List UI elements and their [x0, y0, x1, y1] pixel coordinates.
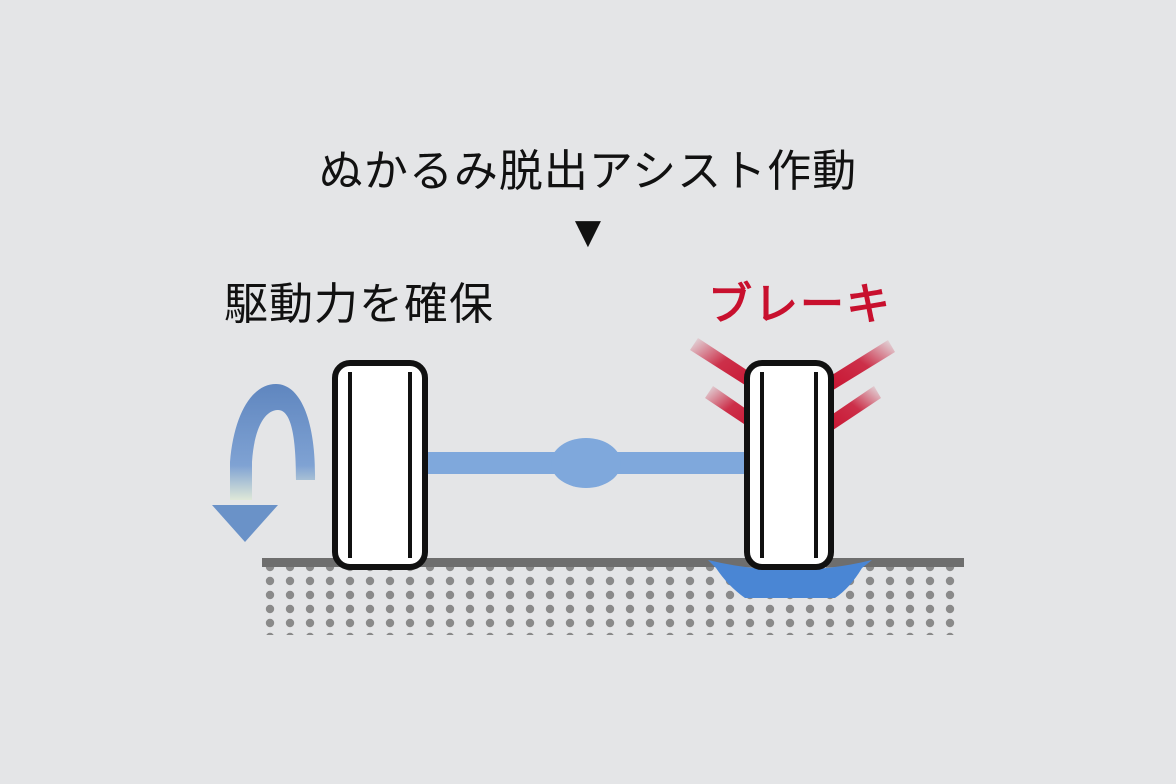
- brake-ray-right-lower: [824, 386, 881, 432]
- rotation-arrow-icon: [212, 384, 316, 542]
- mud-puddle: [708, 560, 872, 598]
- differential: [551, 438, 621, 488]
- brake-label: ブレーキ: [708, 279, 892, 330]
- ground-surface-line: [262, 558, 964, 567]
- right-wheel: [744, 360, 834, 570]
- ground-soil: [262, 565, 964, 635]
- drive-force-label: 駆動力を確保: [224, 279, 494, 330]
- down-triangle-icon: ▼: [574, 212, 602, 252]
- brake-ray-right-upper: [824, 340, 895, 392]
- axle: [425, 438, 747, 488]
- left-wheel: [332, 360, 428, 570]
- diagram-title: ぬかるみ脱出アシスト作動: [318, 146, 858, 197]
